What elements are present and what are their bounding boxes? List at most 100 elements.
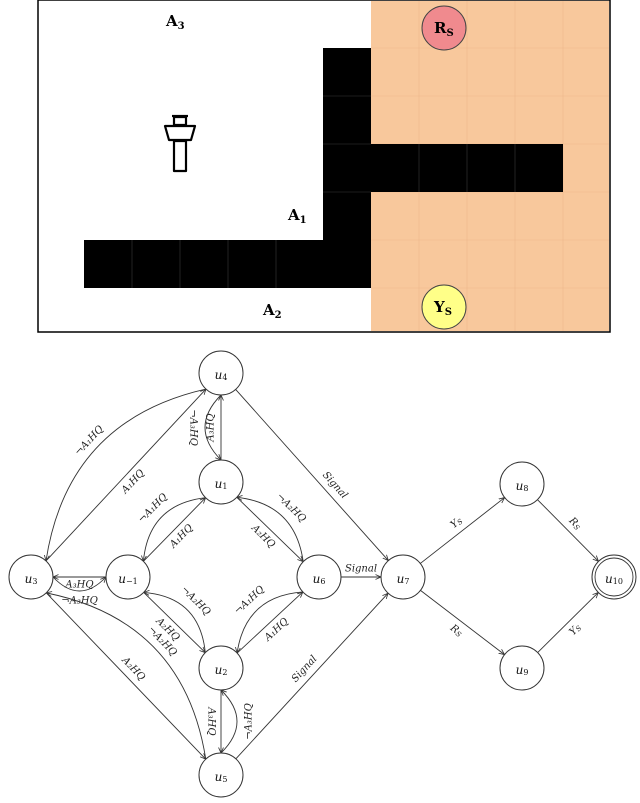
wall-horizontal-right — [323, 144, 563, 192]
area-a1-letter: A — [287, 206, 300, 224]
state-node-u6: u6 — [296, 554, 342, 600]
state-label-u9: u9 — [516, 663, 529, 678]
control-tower-icon — [163, 114, 197, 173]
state-label-u4: u4 — [215, 368, 228, 383]
edge-u1-to-u6 — [236, 496, 303, 561]
state-node-u2: u2 — [198, 645, 244, 691]
edge-u6-to-u1 — [237, 497, 304, 562]
reward-machine-graph: A₃HQ¬A₃HQA₁HQ¬A₁HQA₁HQ¬A₁HQA₂HQ¬A₂HQA₃HQ… — [8, 350, 637, 798]
state-node-u7: u7 — [380, 554, 426, 600]
state-label-u8: u8 — [516, 479, 529, 494]
state-circle — [296, 554, 342, 600]
edge-um1-to-u1 — [143, 498, 205, 562]
edge-u4-to-u1 — [204, 394, 221, 460]
edge-u5-to-u2 — [221, 690, 238, 754]
area-label-a2: A2 — [262, 301, 282, 321]
edge-label-u9-to-u10: YS — [567, 622, 583, 638]
edge-u4-to-u3 — [46, 388, 207, 561]
edge-label-um1-to-u1: A₁HQ — [167, 523, 195, 552]
edge-label-u2-to-u6: A₁HQ — [262, 616, 291, 644]
state-node-u10: u10 — [591, 554, 637, 600]
yellow-goal-letter: Y — [433, 298, 445, 316]
edge-label-u1-to-u6: A₂HQ — [248, 522, 277, 550]
edge-u8-to-u10 — [537, 499, 598, 562]
state-circle — [591, 554, 637, 600]
wall-horizontal-left — [84, 240, 371, 288]
area-a2-sub: 2 — [275, 310, 282, 321]
state-label-u10: u10 — [605, 572, 623, 587]
edge-label-u3-to-u5: A₂HQ — [119, 654, 147, 683]
edge-u9-to-u10 — [537, 592, 599, 653]
state-node-u5: u5 — [198, 752, 244, 798]
edge-u6-to-u2 — [237, 591, 303, 653]
state-label-u7: u7 — [397, 572, 410, 587]
svg-text:RS: RS — [434, 19, 454, 39]
state-circle — [8, 554, 54, 600]
edge-u5-to-u3 — [46, 593, 207, 760]
edge-label-u2-to-u5: A₃HQ — [206, 706, 217, 735]
edge-u7-to-u8 — [420, 498, 504, 564]
edge-label-um1-to-u3: A₃HQ — [64, 580, 93, 591]
red-goal-letter: R — [434, 19, 447, 37]
state-node-u8: u8 — [499, 461, 545, 507]
edge-label-u6-to-u1: ¬A₂HQ — [274, 491, 308, 524]
state-circle — [198, 752, 244, 798]
edge-label-u3-to-um1: ¬A₃HQ — [61, 596, 98, 607]
edge-label-u4-to-u1: ¬A₃HQ — [188, 409, 199, 446]
edge-label-u7-to-u9: RS — [447, 622, 465, 639]
edge-u3-to-u5 — [45, 592, 206, 759]
red-goal: RS — [421, 5, 467, 51]
edge-label-u2-to-um1: ¬A₂HQ — [179, 584, 213, 617]
edge-u3-to-um1 — [52, 577, 106, 592]
edge-label-u6-to-u7: Signal — [345, 564, 377, 575]
area-label-a1: A1 — [287, 206, 307, 226]
state-node-u1: u1 — [198, 459, 244, 505]
state-node-um1: u−1 — [105, 554, 151, 600]
edge-label-u4-to-u7: Signal — [320, 470, 350, 501]
edge-u4-to-u7 — [235, 389, 389, 560]
edge-label-u5-to-u7: Signal — [290, 654, 320, 685]
edge-u2-to-u6 — [236, 592, 303, 654]
state-label-u5: u5 — [215, 770, 228, 785]
state-circle — [499, 645, 545, 691]
accepting-ring — [594, 557, 634, 597]
state-label-u3: u3 — [25, 572, 38, 587]
state-circle — [380, 554, 426, 600]
state-circle — [198, 350, 244, 396]
area-a3-letter: A — [165, 12, 178, 30]
state-label-u1: u1 — [215, 477, 228, 492]
svg-text:YS: YS — [433, 298, 452, 318]
state-label-u6: u6 — [313, 572, 326, 587]
state-circle — [499, 461, 545, 507]
yellow-goal: YS — [421, 284, 467, 330]
state-node-u9: u9 — [499, 645, 545, 691]
edge-label-u3-to-u4: A₁HQ — [119, 468, 147, 497]
wall-cell-seams — [131, 95, 516, 288]
area-a3-sub: 3 — [178, 21, 185, 32]
edge-label-u7-to-u8: YS — [448, 515, 464, 531]
red-goal-sub: S — [446, 28, 453, 39]
edge-label-u4-to-u3: ¬A₁HQ — [73, 424, 106, 458]
state-node-u4: u4 — [198, 350, 244, 396]
edge-label-u1-to-um1: ¬A₁HQ — [136, 492, 169, 526]
area-label-a3: A3 — [165, 12, 185, 32]
yellow-goal-sub: S — [445, 307, 452, 318]
edge-label-u8-to-u10: RS — [566, 515, 584, 533]
state-label-u2: u2 — [215, 663, 228, 678]
edge-u1-to-um1 — [143, 497, 206, 562]
area-a2-letter: A — [262, 301, 275, 319]
edge-u7-to-u9 — [420, 590, 504, 654]
state-node-u3: u3 — [8, 554, 54, 600]
state-label-um1: u−1 — [118, 572, 138, 587]
edge-label-u5-to-u2: ¬A₃HQ — [244, 703, 255, 740]
edge-u2-to-um1 — [144, 592, 206, 653]
state-circle — [105, 554, 151, 600]
edge-u3-to-u4 — [45, 389, 206, 562]
state-circle — [198, 645, 244, 691]
edge-label-u1-to-u4: A₃HQ — [206, 413, 217, 442]
state-circle — [198, 459, 244, 505]
nodes: u4 u1 u3 u−1 u6 u2 u5 u7 u8 u9 u10 — [8, 350, 637, 798]
edge-u5-to-u7 — [235, 593, 388, 760]
edge-label-u6-to-u2: ¬A₁HQ — [232, 584, 266, 617]
